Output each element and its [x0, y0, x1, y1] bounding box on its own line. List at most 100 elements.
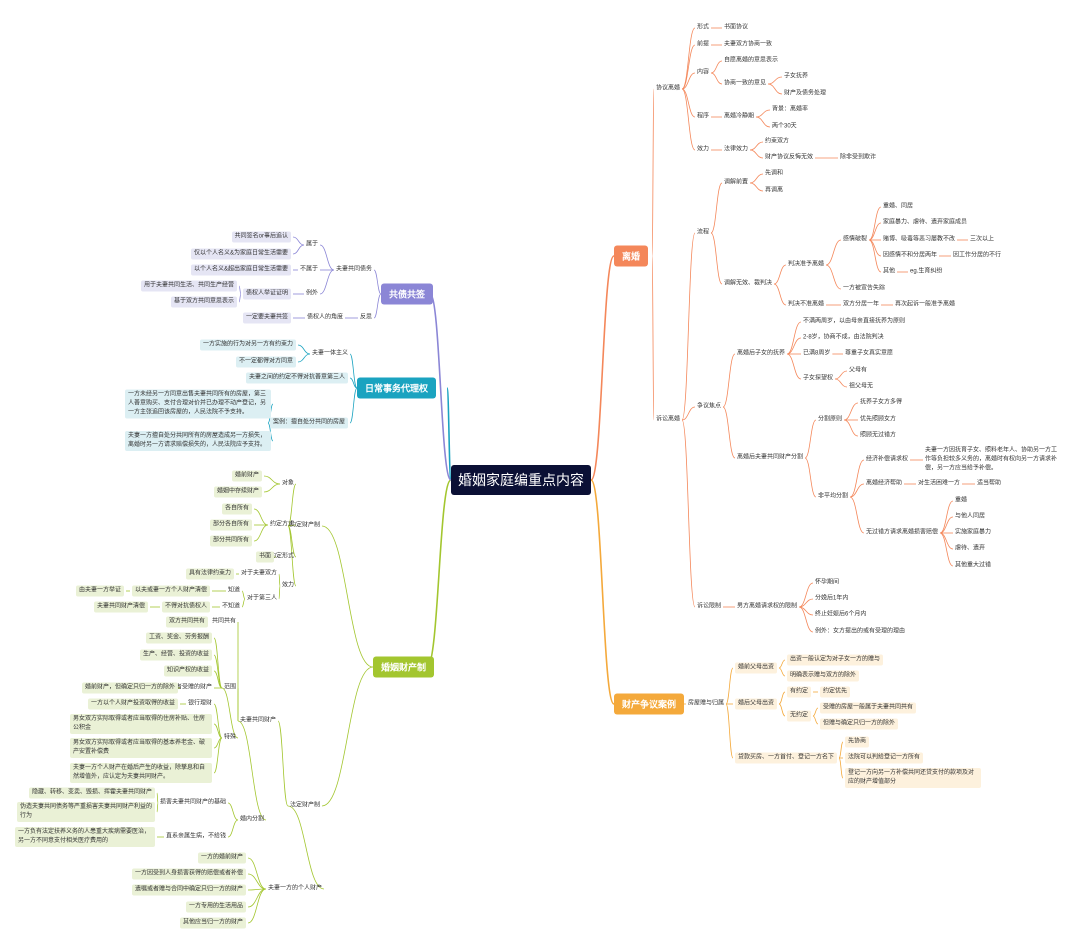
node-zaisu[interactable]: 再调离 — [765, 187, 784, 194]
node-hunqian[interactable]: 婚前财产 — [231, 470, 262, 482]
node-anli[interactable]: 案例：擅自处分共同的房屋 — [269, 417, 348, 429]
node-fanwei[interactable]: 范围 — [223, 684, 236, 691]
node-fanhui[interactable]: 财产协议反悔无效 — [765, 154, 814, 161]
node-nanfang[interactable]: 男方离婚请求权的限制 — [737, 603, 798, 610]
node-zinv[interactable]: 子女抚养 — [784, 73, 809, 80]
node-sunhai[interactable]: 无过错方请求离婚损害赔偿 — [866, 529, 939, 536]
node-yuedingfangshi[interactable]: 约定方式 — [269, 521, 294, 528]
node-wuguocuo[interactable]: 优先照顾女方 — [860, 416, 897, 423]
node-nuedai[interactable]: 虐待、遗弃 — [955, 545, 986, 552]
node-chonghun[interactable]: 重婚、同居 — [883, 203, 914, 210]
node-zhongzhi[interactable]: 终止妊娠后6个月内 — [815, 611, 867, 618]
node-yiti[interactable]: 夫妻一体主义 — [311, 350, 348, 357]
node-hunhougongtong[interactable]: 夫妻一方个人财产在婚后产生的收益，除孳息和自然增值外，应认定为夫妻共同财产。 — [70, 763, 212, 783]
node-gegui[interactable]: 各自所有 — [221, 503, 252, 515]
node-gongtongzhaiwu[interactable]: 夫妻共同债务 — [335, 266, 372, 273]
node-xiexieshang[interactable]: 先协商 — [845, 736, 870, 748]
node-bufengong[interactable]: 部分共同所有 — [209, 535, 252, 547]
node-gongzi[interactable]: 工资、奖金、劳务报酬 — [145, 632, 212, 644]
node-ba[interactable]: 2-8岁，协商不成，由法院判决 — [803, 334, 884, 341]
node-label[interactable]: 诉讼离婚 — [656, 416, 681, 423]
node-zunzhong[interactable]: 尊重子女真实意愿 — [845, 350, 894, 357]
node-yizhu[interactable]: 遗嘱或者赠与合同中确定只归一方的财产 — [131, 884, 246, 896]
node-geren[interactable]: 一方以个人财产投资取得的收益 — [87, 698, 178, 710]
node-neirong[interactable]: 内容 — [697, 69, 710, 76]
node-qianti[interactable]: 前提 — [697, 41, 710, 48]
node-yueding[interactable]: 约定优先 — [820, 686, 851, 698]
branch-caichan[interactable]: 财产争议案例 — [614, 693, 685, 715]
node-yanglao[interactable]: 男女双方实际取得或者应当取得的基本养老金、破产安置补偿费 — [70, 738, 212, 758]
node-liwai[interactable]: 例外：女方提出的或有受理的理由 — [815, 628, 906, 635]
node-chonghun2[interactable]: 重婚 — [955, 497, 968, 504]
node-buzhi[interactable]: 不知道 — [221, 603, 240, 610]
node-dangwu[interactable]: 但赠与确定只归一方的除外 — [820, 718, 899, 730]
node-jingji[interactable]: 经济补偿请求权 — [866, 456, 909, 463]
node-zhengming[interactable]: 由夫妻一方举证 — [75, 585, 124, 597]
node-fuyou[interactable]: 父母有 — [849, 367, 868, 374]
node-fenju[interactable]: 因感情不和分居两年 — [883, 252, 938, 259]
node-liangge[interactable]: 两个30天 — [772, 123, 797, 130]
node-rixing[interactable]: 仅以个人名义&为家庭日常生活需要 — [190, 248, 291, 260]
node-zufumu[interactable]: 祖父母无 — [849, 383, 874, 390]
node-bangzhu[interactable]: 离婚经济帮助 — [866, 480, 903, 487]
node-shenghuo[interactable]: 一方专用的生活用品 — [185, 901, 246, 913]
node-zhidao[interactable]: 知道 — [227, 587, 240, 594]
node-baoli2[interactable]: 实施家庭暴力 — [955, 529, 992, 536]
node-qinggan[interactable]: 感情破裂 — [843, 236, 868, 243]
node-bufenge[interactable]: 部分各自所有 — [209, 519, 252, 531]
node-xiantiao[interactable]: 先调和 — [765, 170, 784, 177]
node-chaochu[interactable]: 以个人名义&超出家庭日常生活需要 — [190, 264, 291, 276]
node-fangwu[interactable]: 房屋赠与归属 — [688, 700, 725, 707]
node-yizhi[interactable]: 夫妻双方协商一致 — [724, 41, 773, 48]
node-xingshi[interactable]: 约定形式 — [269, 553, 294, 560]
node-yiding[interactable]: 不一定都得对方同意 — [235, 356, 296, 368]
node-fansi[interactable]: 反思 — [359, 314, 372, 321]
node-shidang[interactable]: 适当帮助 — [977, 480, 1002, 487]
node-label[interactable]: 协议离婚 — [656, 85, 681, 92]
node-beijing[interactable]: 背景：离婚率 — [772, 106, 809, 113]
node-caichanfenge[interactable]: 离婚后夫妻共同财产分割 — [737, 454, 804, 461]
node-huaiyun[interactable]: 怀孕期间 — [815, 579, 840, 586]
node-shouzeng[interactable]: 受赠的房屋一般属于夫妻共同共有 — [820, 702, 917, 714]
node-pan[interactable]: 判决准予离婚 — [788, 261, 825, 268]
node-yincang[interactable]: 隐藏、转移、变卖、毁损、挥霍夫妻共同财产 — [28, 787, 155, 799]
node-chengxu[interactable]: 程序 — [697, 113, 710, 120]
node-gongyou[interactable]: 共同共有 — [211, 618, 236, 625]
node-gongtong[interactable]: 夫妻共同财产 — [239, 717, 276, 724]
node-anli2[interactable]: 夫妻一方擅自处分共同所有的房屋造成另一方损失，离婚时另一方请求赔偿损失的，人民法… — [125, 431, 271, 451]
node-qita2[interactable]: 其他重大过错 — [955, 562, 992, 569]
node-fadingzhi[interactable]: 法定财产制 — [289, 802, 320, 809]
node-hunqian[interactable]: 婚前父母出资 — [735, 662, 778, 674]
node-zhuanli[interactable]: 特殊 — [223, 734, 236, 741]
node-sanci[interactable]: 三次以上 — [970, 236, 995, 243]
branch-hunyin[interactable]: 婚姻财产制 — [373, 656, 435, 678]
node-jicheng[interactable]: 继承或者受赠的财产 — [157, 684, 212, 691]
node-yizhi[interactable]: 基于双方共同意思表示 — [170, 296, 237, 308]
node-mingque[interactable]: 明确表示赠与双方的除外 — [787, 670, 860, 682]
node-disanren[interactable]: 夫妻之间的约定不得对抗善意第三人 — [245, 372, 348, 384]
node-zaiqisu[interactable]: 再次起诉一般准予离婚 — [895, 301, 956, 308]
node-buman2[interactable]: 不满两周岁，以由母亲直接抚养为原则 — [803, 318, 906, 325]
node-youyue[interactable]: 有约定 — [787, 686, 812, 698]
node-pohuai[interactable]: 损害夫妻共同财产的基础 — [159, 799, 226, 806]
node-zinvfuyang[interactable]: 离婚后子女的抚养 — [737, 350, 786, 357]
node-liwai[interactable]: 例外 — [305, 290, 318, 297]
node-hunhou[interactable]: 婚后父母出资 — [735, 698, 778, 710]
node-buchang[interactable]: 登记一方向另一方补偿共同还贷支付的款项及对应的财产增值部分 — [845, 768, 981, 788]
node-qita[interactable]: 其他应当归一方的财产 — [179, 917, 246, 929]
node-shengsi[interactable]: eg.生育纠纷 — [910, 268, 943, 275]
node-jiaodu[interactable]: 债权人的角度 — [306, 314, 343, 321]
node-fenmian[interactable]: 分娩后1年内 — [815, 595, 849, 602]
node-zhaiquanren[interactable]: 债权人举证证明 — [242, 288, 291, 300]
node-falv[interactable]: 法律效力 — [724, 146, 749, 153]
node-baoli[interactable]: 家庭暴力、虐待、遗弃家庭成员 — [883, 219, 968, 226]
node-caichan[interactable]: 财产及债务处理 — [784, 90, 827, 97]
node-hunnei_fenge[interactable]: 婚内分割 — [239, 816, 264, 823]
node-guocuo[interactable]: 照顾无过错方 — [860, 432, 897, 439]
node-lengjing[interactable]: 离婚冷静期 — [724, 113, 755, 120]
node-anli1[interactable]: 一方未经另一方同意出售夫妻共同所有的房屋，第三人善意购买、支付合理对价并已办理不… — [125, 389, 271, 419]
node-shanghai[interactable]: 一方因受到人身损害获得的赔偿或者补偿 — [131, 868, 246, 880]
node-shuyu[interactable]: 属于 — [305, 241, 318, 248]
node-hunqiancai[interactable]: 一方的婚前财产 — [197, 852, 246, 864]
node-kunnan[interactable]: 对生活困难一方 — [918, 480, 961, 487]
